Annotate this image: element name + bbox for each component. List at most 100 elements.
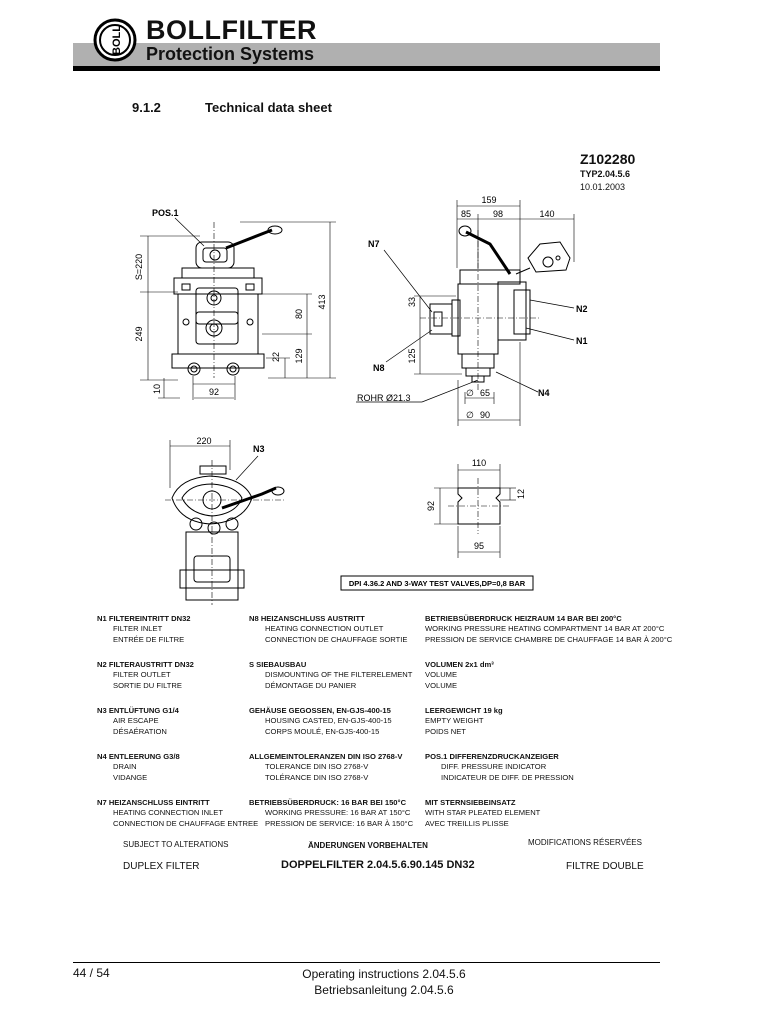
dim-140: 140 <box>539 209 554 219</box>
spec-line: CONNECTION DE CHAUFFAGE ENTREE <box>113 818 259 828</box>
cutout-view <box>434 464 516 558</box>
label-d90: 90 <box>480 410 490 420</box>
spec-heading: GEHÄUSE GEGOSSEN, EN-GJS-400-15 <box>249 706 391 715</box>
dim-220: 220 <box>196 436 211 446</box>
dim-s220: S=220 <box>134 254 144 280</box>
dim-92b: 92 <box>426 501 436 511</box>
spec-line: AVEC TREILLIS PLISSE <box>425 818 509 828</box>
spec-line: TOLÉRANCE DIN ISO 2768-V <box>265 772 369 782</box>
spec-heading: POS.1 DIFFERENZDRUCKANZEIGER <box>425 752 559 761</box>
spec-heading: LEERGEWICHT 19 kg <box>425 706 503 715</box>
footer-rule <box>73 962 660 963</box>
label-n3: N3 <box>253 444 265 454</box>
spec-line: SORTIE DU FILTRE <box>113 680 182 690</box>
spec-line: WORKING PRESSURE: 16 BAR AT 150°C <box>265 808 411 818</box>
spec-line: VIDANGE <box>113 772 148 782</box>
section-number: 9.1.2 <box>132 100 161 115</box>
section-title: Technical data sheet <box>205 100 332 115</box>
dpi-note: DPI 4.36.2 AND 3-WAY TEST VALVES,DP=0,8 … <box>349 579 526 588</box>
spec-line: POIDS NET <box>425 726 466 736</box>
front-view <box>140 217 336 400</box>
dim-98: 98 <box>493 209 503 219</box>
label-phi-65: ∅ <box>466 388 474 398</box>
top-view <box>165 440 286 605</box>
drawing-date: 10.01.2003 <box>580 182 626 192</box>
dim-22: 22 <box>271 352 281 362</box>
spec-line: INDICATEUR DE DIFF. DE PRESSION <box>441 772 574 782</box>
header-rule <box>73 66 660 71</box>
spec-line: TOLERANCE DIN ISO 2768-V <box>265 762 369 772</box>
label-n4: N4 <box>538 388 550 398</box>
spec-line: CORPS MOULÉ, EN-GJS-400-15 <box>265 726 380 736</box>
spec-line: ENTRÉE DE FILTRE <box>113 634 185 644</box>
dim-129: 129 <box>294 348 304 363</box>
dim-33: 33 <box>407 297 417 307</box>
label-pos1: POS.1 <box>152 208 179 218</box>
spec-heading: BETRIEBSÜBERDRUCK HEIZRAUM 14 BAR BEI 20… <box>425 614 622 623</box>
boll-logo-icon: BOLL <box>93 18 137 62</box>
dim-12: 12 <box>516 489 526 499</box>
spec-line: DRAIN <box>113 762 137 772</box>
spec-block: BETRIEBSÜBERDRUCK HEIZRAUM 14 BAR BEI 20… <box>425 614 672 645</box>
spec-heading: VOLUMEN 2x1 dm³ <box>425 660 494 669</box>
spec-line: DÉMONTAGE DU PANIER <box>265 680 357 690</box>
label-phi-90: ∅ <box>466 410 474 420</box>
dim-80: 80 <box>294 309 304 319</box>
spec-heading: N8 HEIZANSCHLUSS AUSTRITT <box>249 614 365 623</box>
spec-line: CONNECTION DE CHAUFFAGE SORTIE <box>265 634 408 644</box>
spec-heading: N1 FILTEREINTRITT DN32 <box>97 614 191 623</box>
brand-name: BOLLFILTER <box>146 15 317 45</box>
drawing-number: Z102280 <box>580 151 636 167</box>
dim-249: 249 <box>134 326 144 341</box>
note-modifications: MODIFICATIONS RÉSERVÉES <box>528 838 642 847</box>
technical-drawing: POS.1 N7 N8 N2 N1 N4 N3 ROHR Ø21.3 ∅ 65 … <box>134 195 588 605</box>
spec-line: WITH STAR PLEATED ELEMENT <box>425 808 541 818</box>
label-rohr: ROHR Ø21.3 <box>357 393 411 403</box>
note-subject: SUBJECT TO ALTERATIONS <box>123 840 229 849</box>
dim-125: 125 <box>407 348 417 363</box>
page-number: 44 / 54 <box>73 966 110 980</box>
spec-line: FILTER INLET <box>113 624 163 634</box>
spec-heading: N4 ENTLEERUNG G3/8 <box>97 752 180 761</box>
spec-heading: N2 FILTERAUSTRITT DN32 <box>97 660 194 669</box>
spec-line: WORKING PRESSURE HEATING COMPARTMENT 14 … <box>425 624 665 634</box>
spec-line: PRESSION DE SERVICE CHAMBRE DE CHAUFFAGE… <box>425 634 673 644</box>
product-en: DUPLEX FILTER <box>123 861 200 872</box>
spec-heading: S SIEBAUSBAU <box>249 660 307 669</box>
dim-110: 110 <box>472 458 486 468</box>
spec-line: HEATING CONNECTION INLET <box>113 808 223 818</box>
spec-heading: N3 ENTLÜFTUNG G1/4 <box>97 706 179 715</box>
spec-line: DÉSAÉRATION <box>113 726 167 736</box>
dim-413: 413 <box>317 294 327 309</box>
spec-line: DIFF. PRESSURE INDICATOR <box>441 762 547 772</box>
label-d65: 65 <box>480 388 490 398</box>
spec-heading: BETRIEBSÜBERDRUCK: 16 BAR BEI 150°C <box>249 798 407 807</box>
brand-subtitle: Protection Systems <box>146 44 315 64</box>
product-de: DOPPELFILTER 2.04.5.6.90.145 DN32 <box>281 859 475 871</box>
logo-text: BOLL <box>111 25 123 55</box>
footer-line-1: Operating instructions 2.04.5.6 <box>302 967 466 981</box>
label-n1: N1 <box>576 336 588 346</box>
spec-heading: N7 HEIZANSCHLUSS EINTRITT <box>97 798 210 807</box>
spec-line: DISMOUNTING OF THE FILTERELEMENT <box>265 670 413 680</box>
spec-line: FILTER OUTLET <box>113 670 171 680</box>
spec-line: HEATING CONNECTION OUTLET <box>265 624 384 634</box>
header-band <box>73 43 660 67</box>
spec-line: VOLUME <box>425 680 458 690</box>
dim-92: 92 <box>209 387 219 397</box>
label-n2: N2 <box>576 304 588 314</box>
dim-95: 95 <box>474 541 484 551</box>
dim-10: 10 <box>152 384 162 394</box>
footer-title: Operating instructions 2.04.5.6 Betriebs… <box>0 966 768 998</box>
spec-line: EMPTY WEIGHT <box>425 716 484 726</box>
spec-line: PRESSION DE SERVICE: 16 BAR À 150°C <box>265 818 414 828</box>
